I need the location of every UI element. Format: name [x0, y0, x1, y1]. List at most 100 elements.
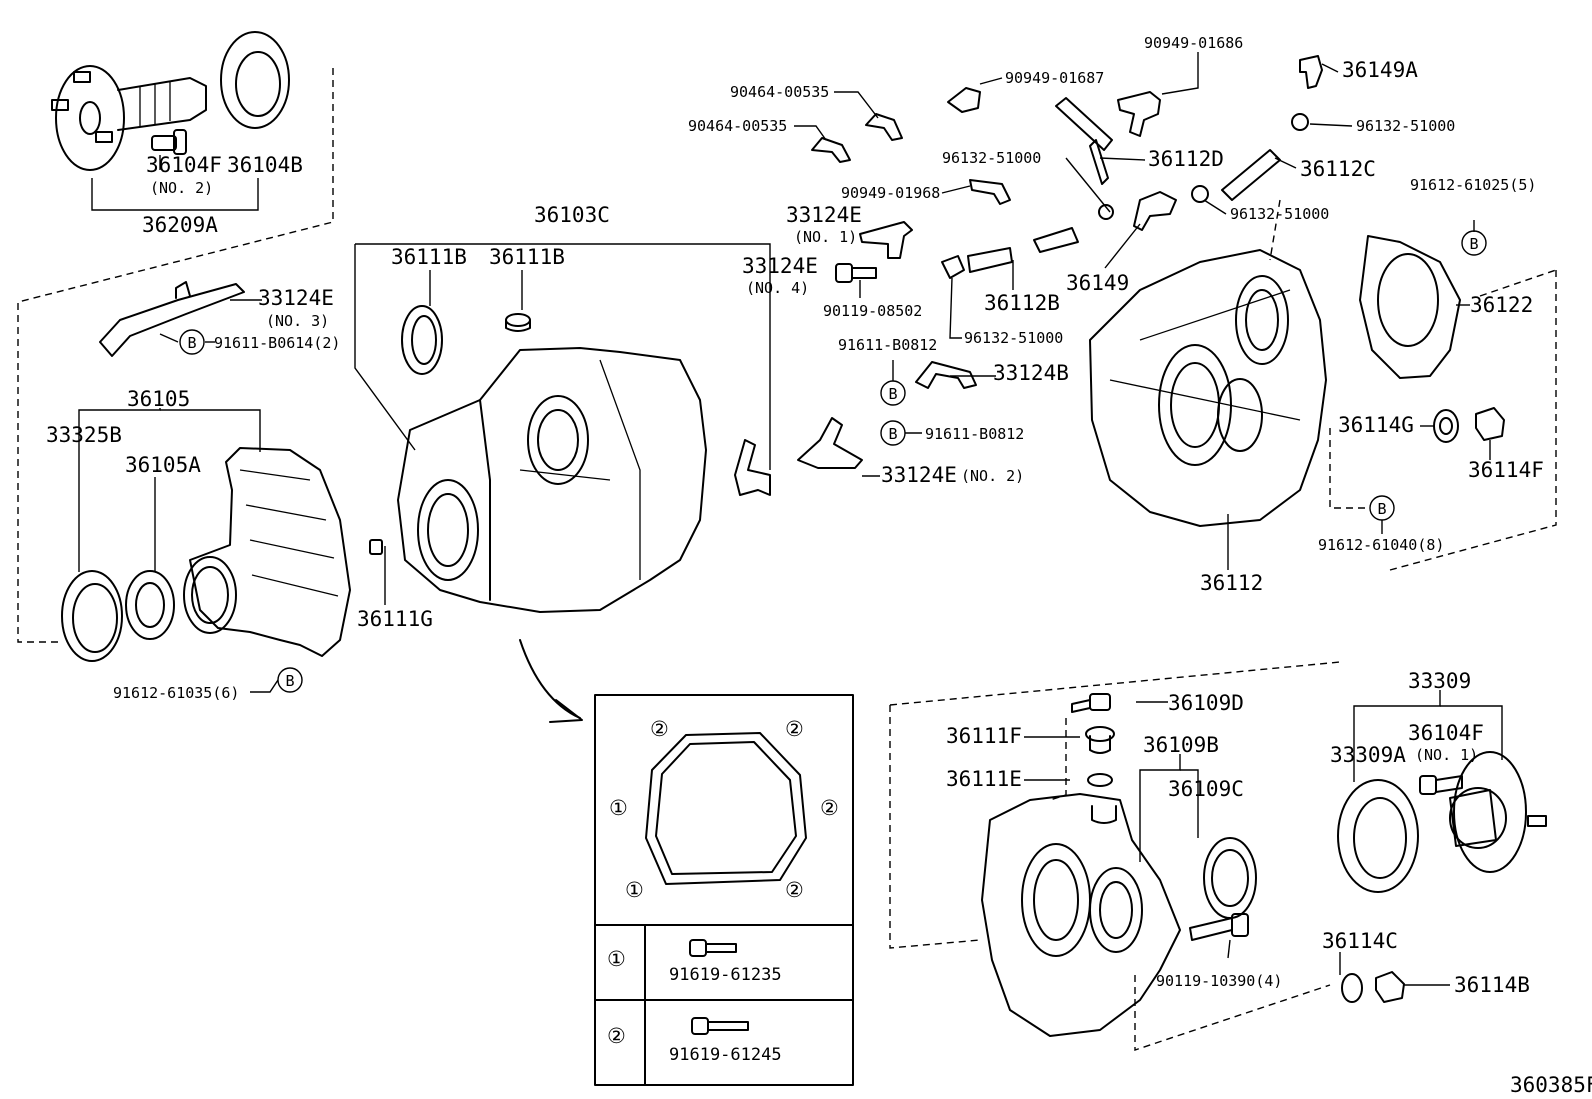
label-33124B: 33124B	[993, 361, 1069, 385]
label-96132-d: 96132-51000	[964, 329, 1063, 347]
marker-1: ①	[609, 796, 628, 820]
part-96132-clip-b	[1191, 185, 1209, 203]
label-33124E-no3: 33124E	[258, 286, 334, 310]
label-90949-01968: 90949-01968	[841, 184, 940, 202]
detail-bolt-legend: 91619-61235 91619-61245	[669, 939, 782, 1065]
label-36104F-no2: 36104F	[146, 153, 222, 177]
detail-box	[594, 694, 854, 1086]
part-36105A-bushing	[125, 570, 175, 640]
part-33124B-bracket	[915, 361, 977, 389]
label-90119-10390: 90119-10390(4)	[1156, 972, 1282, 990]
part-90464-clamp-a	[811, 137, 851, 163]
label-36105A: 36105A	[125, 453, 201, 477]
part-36103C-transfer-case	[397, 347, 707, 613]
label-36105: 36105	[127, 387, 190, 411]
label-36111B-a: 36111B	[391, 245, 467, 269]
label-36104F-no1: 36104F	[1408, 721, 1484, 745]
callout-b: B	[187, 334, 196, 352]
part-96132-clip-c	[1098, 204, 1114, 220]
callout-b: B	[888, 425, 897, 443]
label-36111E: 36111E	[946, 767, 1022, 791]
part-90119-10390-bolt	[1189, 913, 1249, 941]
part-36109B-case	[981, 793, 1181, 1037]
part-33124E-no3-bracket	[99, 281, 245, 357]
part-36111B-seal	[401, 305, 443, 375]
part-36112B-hose	[967, 227, 1079, 273]
part-36105-extension-housing	[189, 447, 351, 657]
label-36111G: 36111G	[357, 607, 433, 631]
part-36109C-seal	[1203, 837, 1257, 919]
label-36149: 36149	[1066, 271, 1129, 295]
callout-b: B	[888, 385, 897, 403]
label-36109B: 36109B	[1143, 733, 1219, 757]
part-36109D-bolt	[1071, 693, 1111, 713]
part-36114B-plug	[1375, 971, 1405, 1003]
label-36209A: 36209A	[142, 213, 218, 237]
label-33309: 33309	[1408, 669, 1471, 693]
part-90949-01687-clamp	[947, 87, 981, 113]
callout-b: B	[1377, 500, 1386, 518]
label-91612-61025: 91612-61025(5)	[1410, 176, 1536, 194]
label-96132-b: 96132-51000	[942, 149, 1041, 167]
label-36114C: 36114C	[1322, 929, 1398, 953]
part-36149-union	[1133, 191, 1177, 231]
marker-2: ②	[820, 796, 839, 820]
label-96132-c: 96132-51000	[1230, 205, 1329, 223]
label-33124E-no4-sub: (NO. 4)	[746, 279, 809, 297]
label-91611-B0614: 91611-B0614(2)	[214, 334, 340, 352]
label-36112: 36112	[1200, 571, 1263, 595]
part-33309-flange	[1449, 751, 1547, 873]
label-91611-B0812-b: 91611-B0812	[925, 425, 1024, 443]
part-90464-clamp-b	[865, 113, 903, 141]
part-36112D-hose	[1055, 97, 1113, 185]
marker-2: ②	[785, 878, 804, 902]
label-33325B: 33325B	[46, 423, 122, 447]
part-33325B-oil-seal	[61, 570, 123, 662]
part-36111E-gasket	[1087, 773, 1113, 787]
label-91612-61040: 91612-61040(8)	[1318, 536, 1444, 554]
part-96132-clip-a	[1291, 113, 1309, 131]
label-36111F: 36111F	[946, 724, 1022, 748]
part-90119-08502-bolt	[835, 263, 877, 283]
part-96132-clip-d	[941, 255, 965, 279]
label-91612-61035: 91612-61035(6)	[113, 684, 239, 702]
marker-2: ②	[785, 717, 804, 741]
part-36111B-plug	[505, 313, 531, 332]
part-36111G-pin	[369, 539, 383, 555]
label-36103C: 36103C	[534, 203, 610, 227]
part-36104F-bolt-no1	[1419, 775, 1463, 795]
part-36104F-bolt-no2	[151, 129, 187, 155]
part-90949-01686-bracket	[1117, 91, 1161, 137]
label-90119-08502: 90119-08502	[823, 302, 922, 320]
label-90949-01686: 90949-01686	[1144, 34, 1243, 52]
label-33124E-no1: 33124E	[786, 203, 862, 227]
label-96132-a: 96132-51000	[1356, 117, 1455, 135]
label-91611-B0812-a: 91611-B0812	[838, 336, 937, 354]
label-36112D: 36112D	[1148, 147, 1224, 171]
detail-gasket-markers: ② ② ① ② ① ② ① ②	[607, 717, 839, 1048]
part-36112C-hose	[1221, 149, 1281, 201]
label-36109D: 36109D	[1168, 691, 1244, 715]
label-36112C: 36112C	[1300, 157, 1376, 181]
label-36122: 36122	[1470, 293, 1533, 317]
part-36104F-flange-no2	[51, 65, 207, 171]
diagram-code: 360385F	[1510, 1073, 1592, 1097]
label-36109C: 36109C	[1168, 777, 1244, 801]
part-36122-retainer	[1359, 235, 1461, 379]
part-36105A-seal	[183, 556, 237, 634]
legend-marker-1: ①	[607, 947, 626, 971]
part-labels: 36104F (NO. 2) 36104B 36209A 36103C 3611…	[46, 34, 1592, 1097]
label-33124E-no2: 33124E	[881, 463, 957, 487]
label-36104F-no1-sub: (NO. 1)	[1415, 746, 1478, 764]
part-36114F-plug	[1475, 407, 1505, 441]
label-36112B: 36112B	[984, 291, 1060, 315]
label-33124E-no4: 33124E	[742, 254, 818, 278]
label-33124E-no1-sub: (NO. 1)	[794, 228, 857, 246]
leader-lines	[78, 52, 1503, 986]
label-36114G: 36114G	[1338, 413, 1414, 437]
label-90464-b: 90464-00535	[688, 117, 787, 135]
bolt-part-number-2: 91619-61245	[669, 1045, 782, 1065]
part-36114C-gasket	[1341, 973, 1363, 1003]
part-33124E-no1-bracket	[859, 221, 913, 259]
part-36112-case	[1089, 249, 1327, 527]
